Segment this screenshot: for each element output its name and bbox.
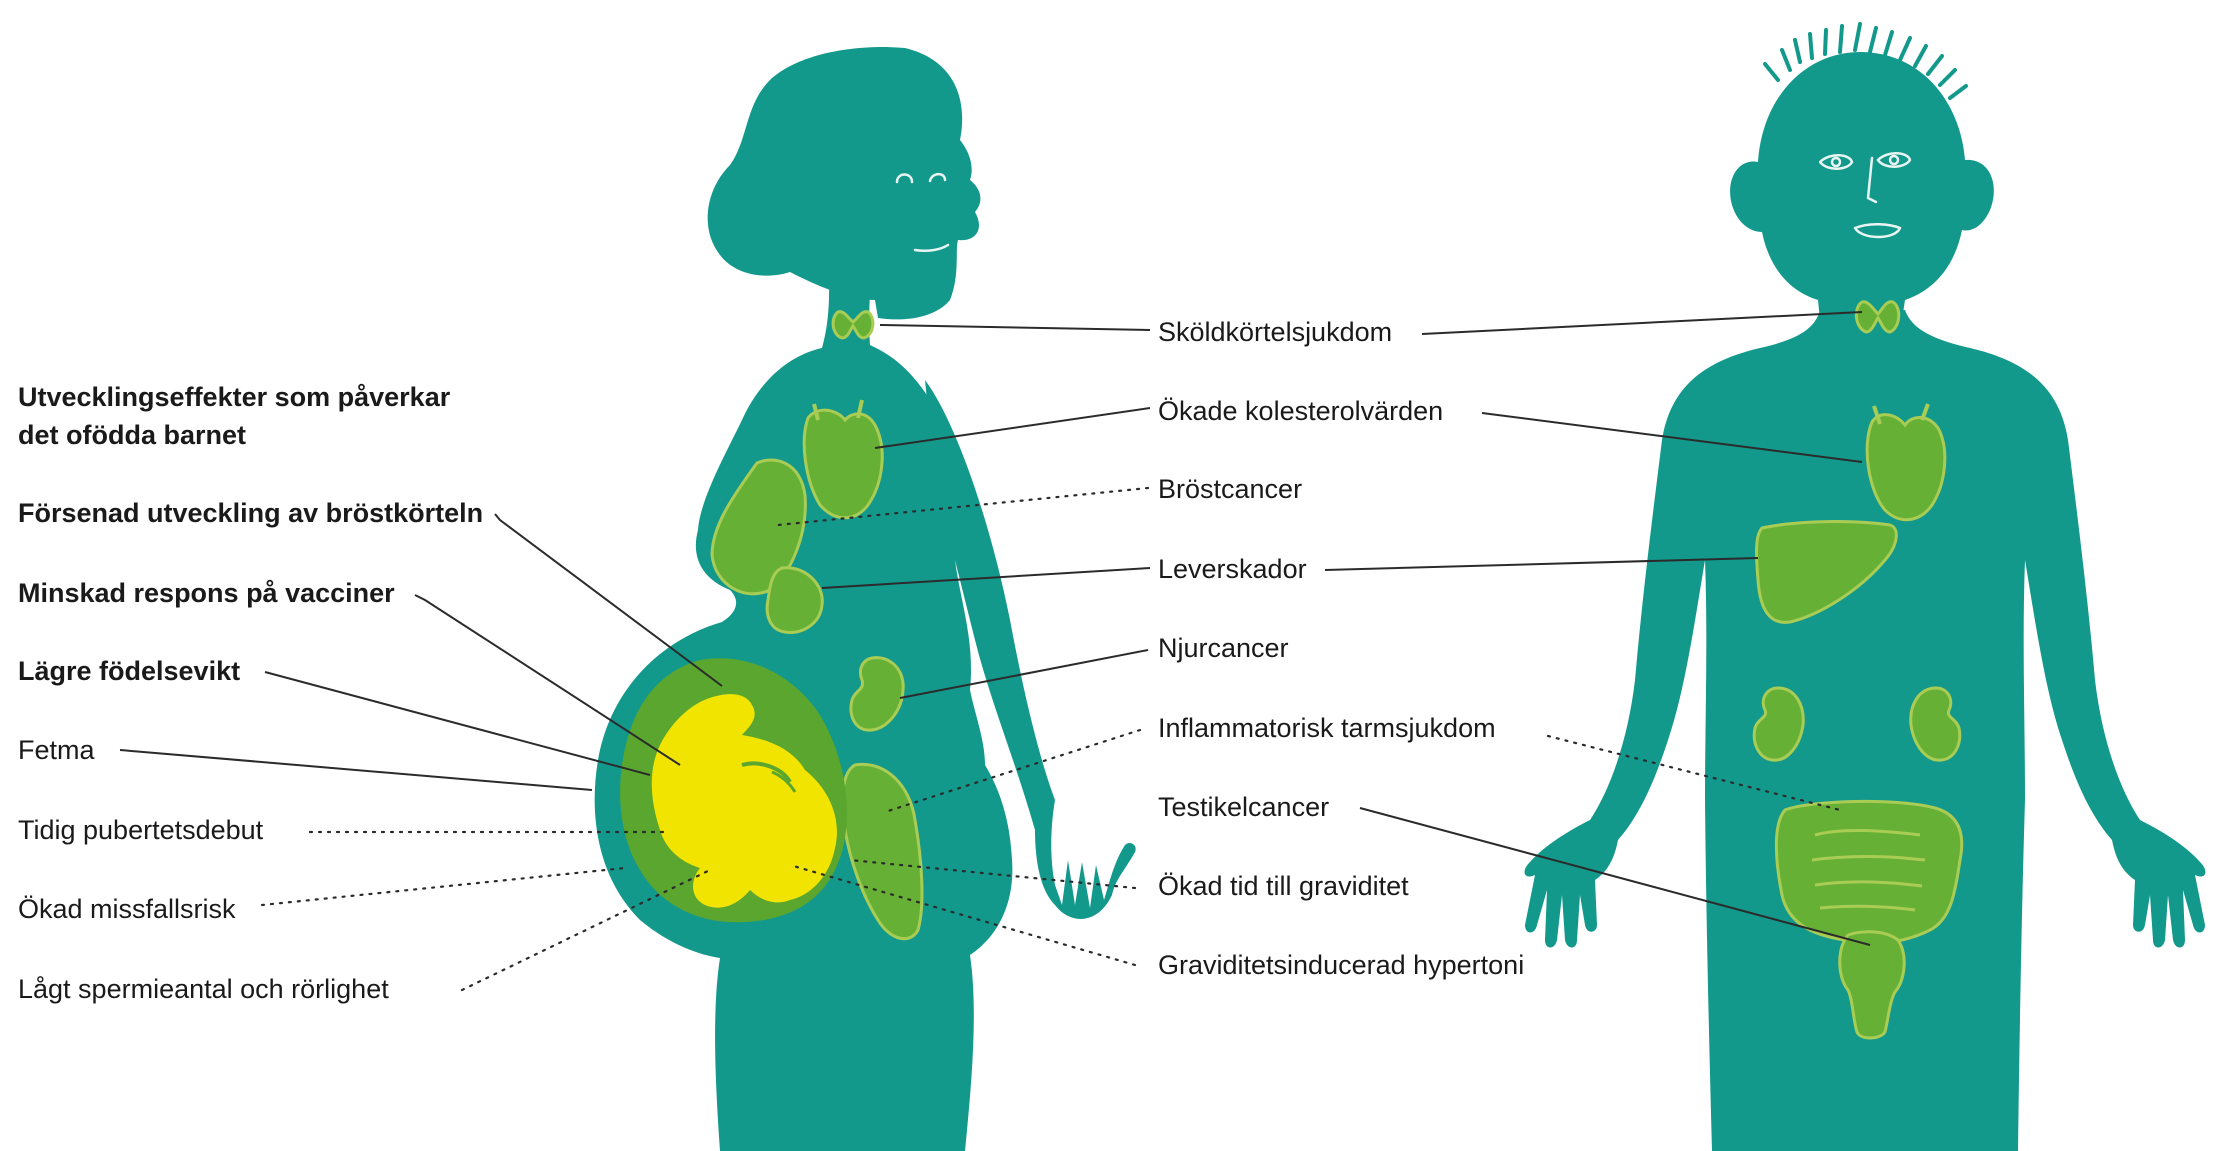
leader-brostkorteln	[495, 514, 722, 686]
label-testikel: Testikelcancer	[1158, 790, 1329, 824]
leader-missfall	[262, 868, 625, 905]
leader-skoldkortel-woman	[880, 325, 1150, 330]
man-intestines	[1776, 801, 1961, 943]
label-fodelsevikt: Lägre födelsevikt	[18, 654, 240, 688]
leader-fetma	[120, 750, 592, 790]
heading-line-2: det ofödda barnet	[18, 418, 246, 452]
label-brostcancer: Bröstcancer	[1158, 472, 1302, 506]
label-kolesterol: Ökade kolesterolvärden	[1158, 394, 1443, 428]
label-tarm: Inflammatorisk tarmsjukdom	[1158, 711, 1496, 745]
label-missfall: Ökad missfallsrisk	[18, 892, 236, 926]
label-lever: Leverskador	[1158, 552, 1307, 586]
label-skoldkortel: Sköldkörtelsjukdom	[1158, 315, 1392, 349]
label-spermier: Lågt spermieantal och rörlighet	[18, 972, 389, 1006]
leader-skoldkortel-man	[1422, 312, 1862, 334]
label-fetma: Fetma	[18, 733, 95, 767]
heading-line-1: Utvecklingseffekter som påverkar	[18, 380, 450, 414]
label-hypertoni: Graviditetsinducerad hypertoni	[1158, 948, 1524, 982]
label-vacciner: Minskad respons på vacciner	[18, 576, 395, 610]
label-pubertet: Tidig pubertetsdebut	[18, 813, 263, 847]
pregnant-woman-figure	[595, 47, 1136, 1151]
label-brostkorteln: Försenad utveckling av bröstkörteln	[18, 496, 483, 530]
man-heart	[1867, 415, 1945, 520]
leader-fodelsevikt	[265, 672, 650, 775]
man-figure	[1525, 24, 2206, 1151]
label-graviditet: Ökad tid till graviditet	[1158, 869, 1409, 903]
man-head	[1730, 52, 1994, 320]
label-njurcancer: Njurcancer	[1158, 631, 1289, 665]
